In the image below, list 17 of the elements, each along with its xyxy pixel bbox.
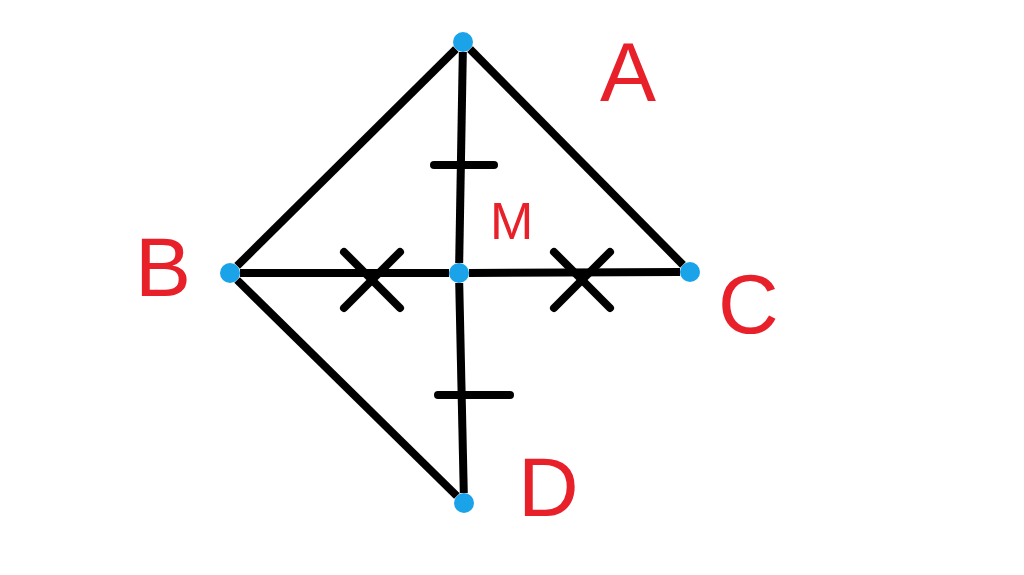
point-label: M	[490, 195, 534, 247]
line-segment	[234, 277, 460, 499]
point-label: A	[600, 30, 657, 114]
line-segment	[234, 46, 459, 269]
point-dot	[449, 263, 469, 283]
point-label: B	[135, 225, 192, 309]
point-label: C	[718, 262, 779, 346]
line-segment	[468, 268, 681, 277]
point-dot	[680, 262, 700, 282]
point-label: D	[518, 445, 579, 529]
line-segment	[455, 282, 468, 494]
line-segment	[240, 269, 449, 277]
line-segment	[467, 46, 686, 268]
point-dot	[453, 32, 473, 52]
point-dot	[454, 493, 474, 513]
point-dot	[220, 263, 240, 283]
line-segment	[455, 51, 467, 264]
